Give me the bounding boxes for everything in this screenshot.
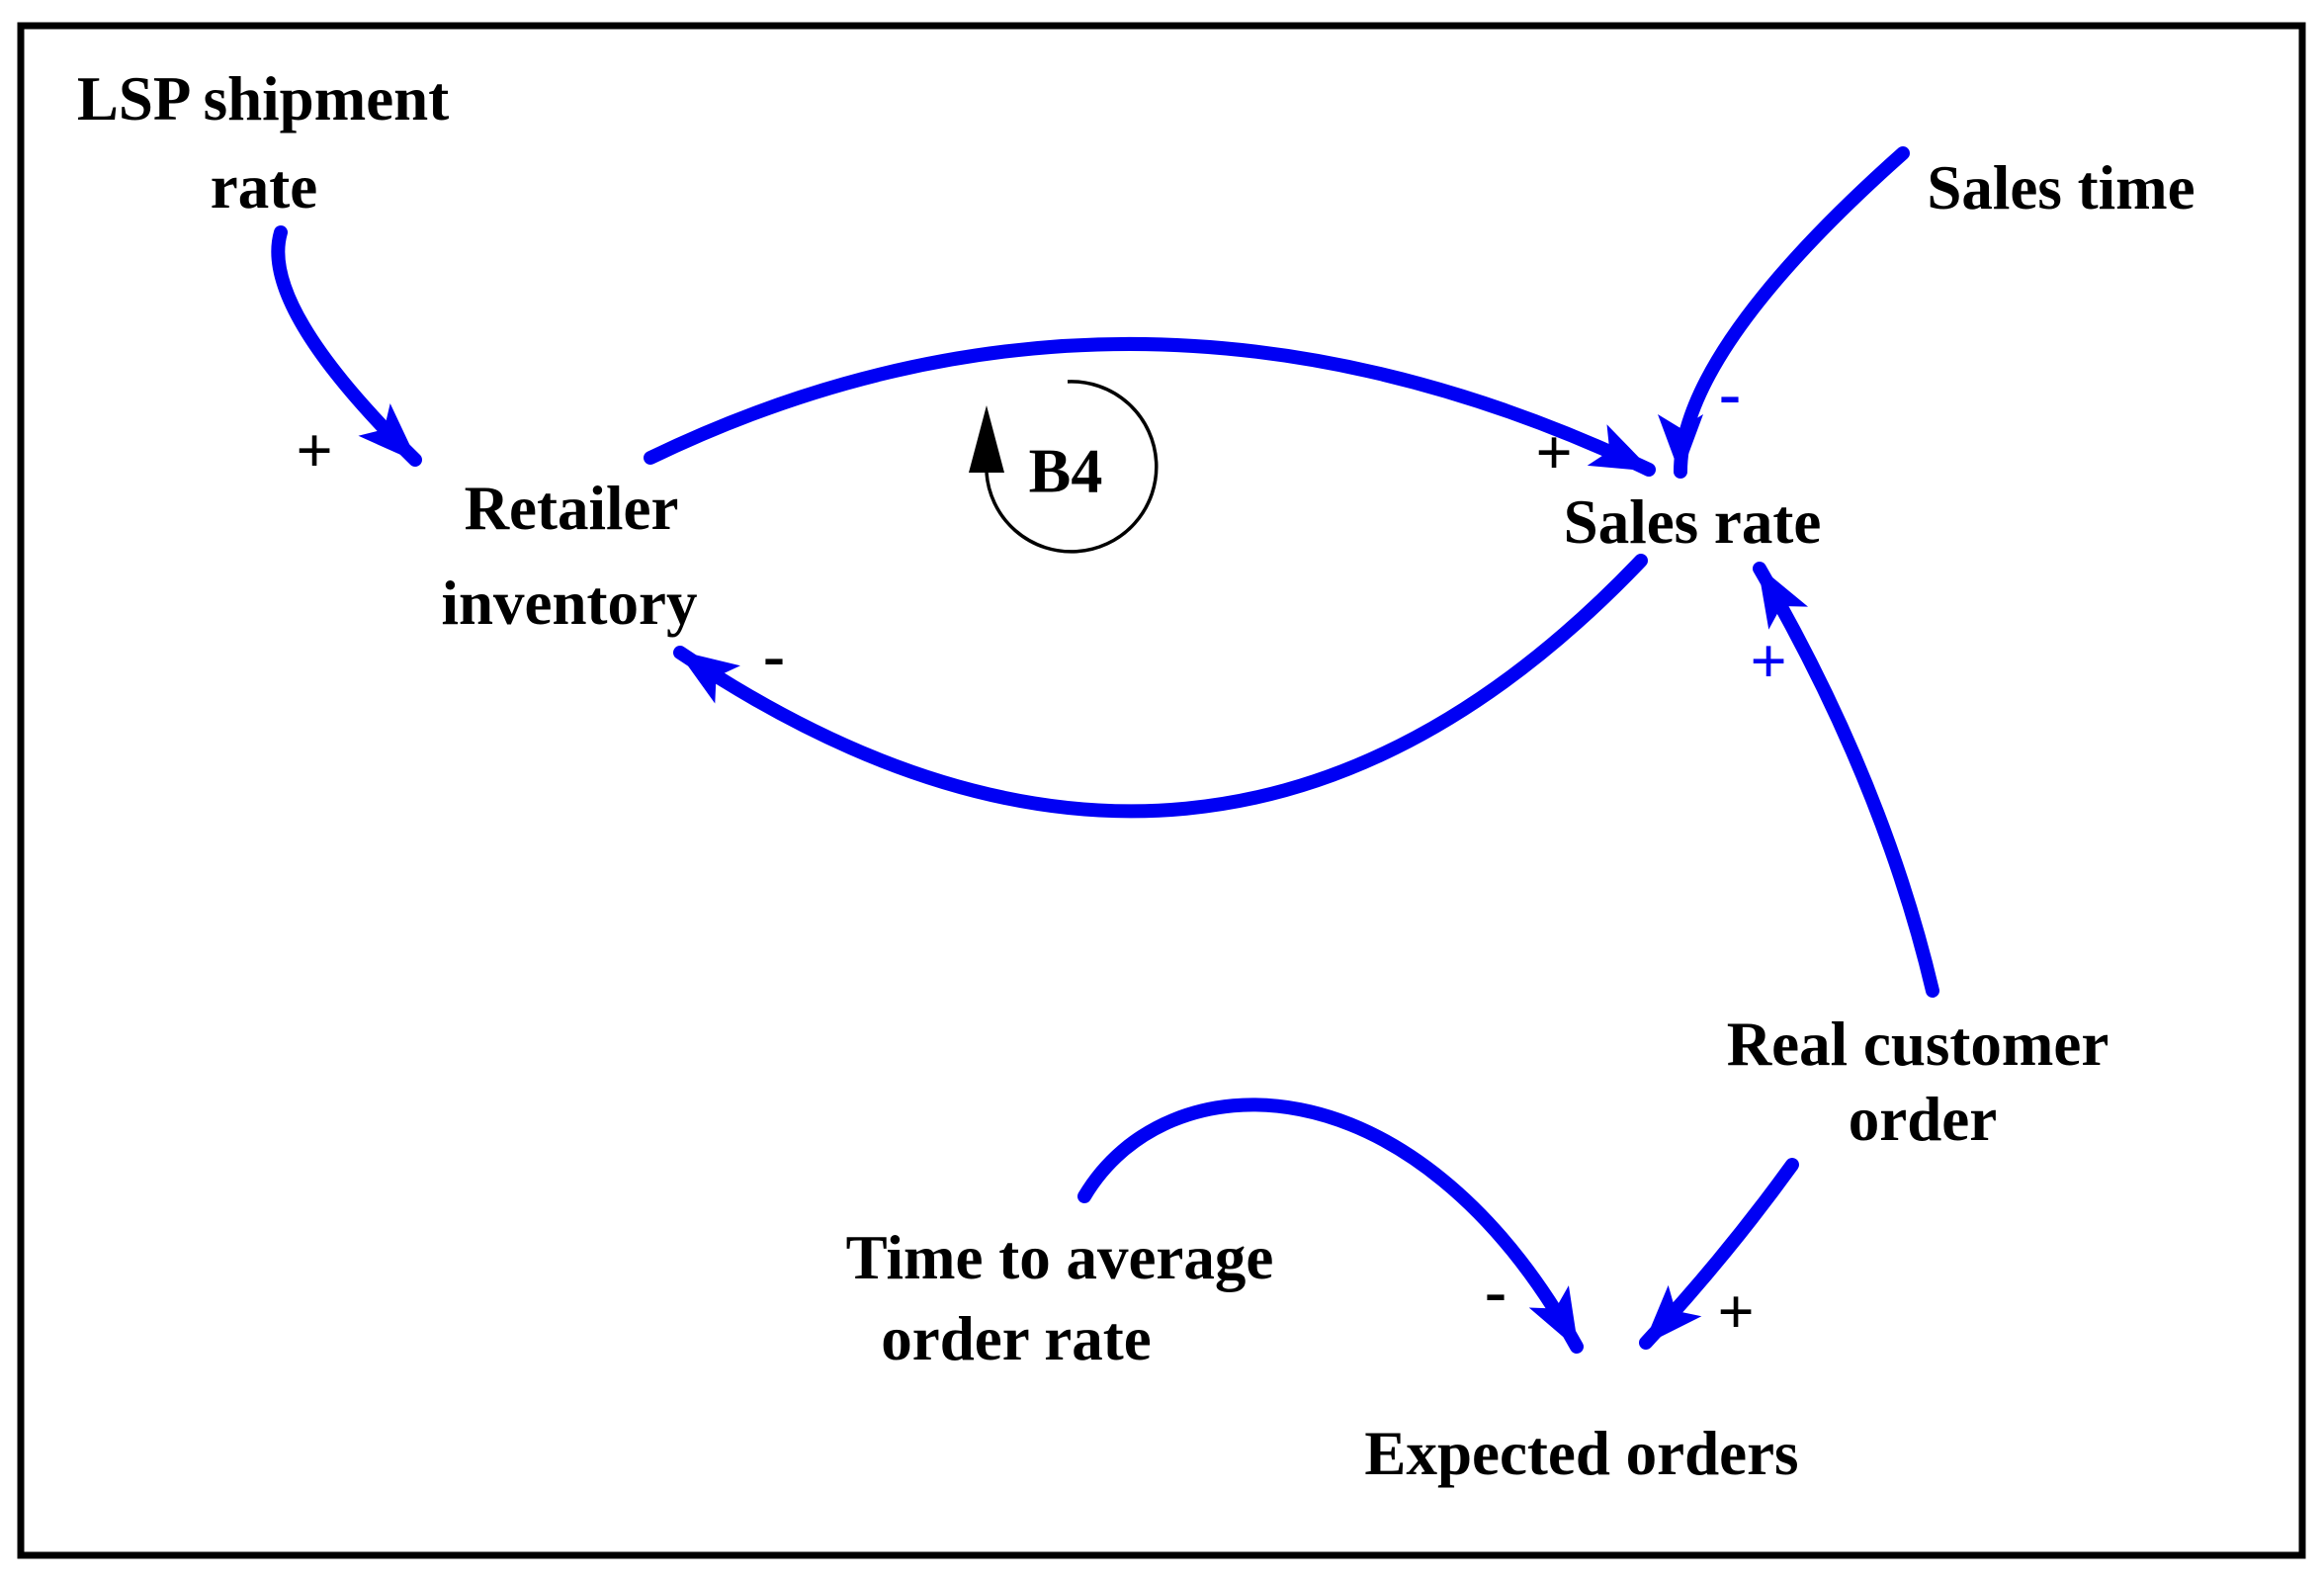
loop-b4-indicator: B4 bbox=[969, 380, 1159, 554]
sign-salestime-to-sales: - bbox=[1719, 358, 1741, 430]
node-retailer-inventory-line1: Retailer bbox=[465, 474, 679, 543]
loop-b4-label: B4 bbox=[1029, 436, 1103, 506]
node-labels: LSP shipment rate Retailer inventory Sal… bbox=[77, 64, 2195, 1488]
causal-arrows bbox=[271, 146, 1939, 1354]
loop-b4-arc-icon bbox=[985, 380, 1159, 554]
node-retailer-inventory-line2: inventory bbox=[442, 569, 698, 638]
arrow-realorder-to-sales-icon bbox=[1753, 562, 1939, 998]
node-real-customer-order-line2: order bbox=[1849, 1085, 1997, 1154]
arrow-realorder-to-expected-icon bbox=[1639, 1158, 1799, 1350]
node-sales-time: Sales time bbox=[1927, 153, 2195, 222]
arrow-salestime-to-sales-icon bbox=[1658, 146, 1910, 479]
arrow-sales-to-retailer-icon bbox=[673, 554, 1648, 819]
sign-lsp-to-retailer: + bbox=[296, 415, 333, 487]
node-real-customer-order-line1: Real customer bbox=[1727, 1010, 2109, 1079]
sign-realorder-to-expected: + bbox=[1717, 1276, 1755, 1349]
node-time-to-average-line2: order rate bbox=[881, 1304, 1151, 1373]
arrow-retailer-to-sales-icon bbox=[644, 336, 1656, 477]
node-lsp-shipment-rate-line1: LSP shipment bbox=[77, 64, 449, 133]
sign-retailer-to-sales: + bbox=[1535, 417, 1573, 489]
node-lsp-shipment-rate-line2: rate bbox=[211, 152, 317, 221]
node-time-to-average-line1: Time to average bbox=[846, 1223, 1274, 1292]
sign-sales-to-retailer: - bbox=[763, 620, 785, 692]
loop-b4-arrowhead-icon bbox=[969, 405, 1004, 473]
arrow-timeavg-to-expected-icon bbox=[1077, 1098, 1584, 1354]
arrow-lsp-to-retailer-icon bbox=[271, 225, 422, 467]
node-expected-orders: Expected orders bbox=[1364, 1419, 1798, 1488]
diagram-border bbox=[17, 22, 2306, 1559]
sign-timeavg-to-expected: - bbox=[1485, 1256, 1506, 1328]
sign-realorder-to-sales: + bbox=[1750, 626, 1787, 698]
polarity-signs: + + - - + - + bbox=[296, 358, 1787, 1349]
node-sales-rate: Sales rate bbox=[1564, 487, 1822, 557]
